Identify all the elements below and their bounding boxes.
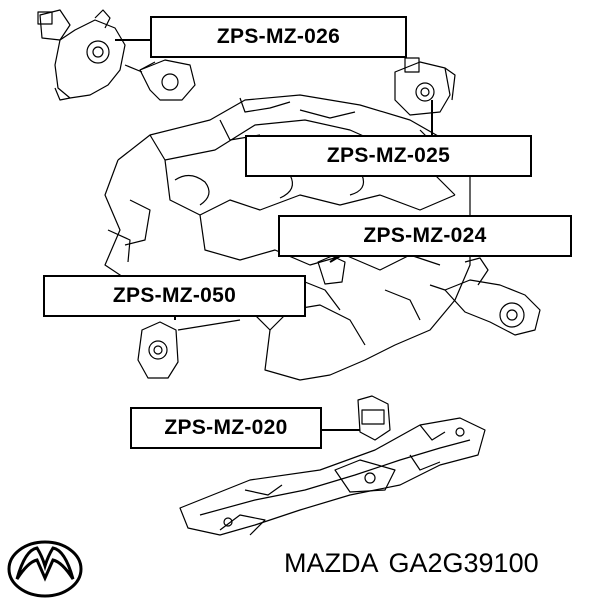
part-number: GA2G39100 <box>388 548 539 578</box>
mazda-logo-icon <box>7 540 83 598</box>
part-label-025: ZPS-MZ-025 <box>245 135 532 177</box>
brand-name: MAZDA <box>284 548 379 578</box>
part-label-050: ZPS-MZ-050 <box>43 275 306 317</box>
part-code: ZPS-MZ-025 <box>326 144 451 167</box>
part-code: ZPS-MZ-050 <box>112 284 237 307</box>
part-code: ZPS-MZ-024 <box>363 224 487 247</box>
footer-part-info: MAZDA GA2G39100 <box>284 548 549 579</box>
part-code: ZPS-MZ-020 <box>164 416 288 439</box>
part-label-026: ZPS-MZ-026 <box>150 16 407 58</box>
part-code: ZPS-MZ-026 <box>216 25 341 48</box>
part-label-024: ZPS-MZ-024 <box>278 215 572 257</box>
part-label-020: ZPS-MZ-020 <box>130 407 322 449</box>
